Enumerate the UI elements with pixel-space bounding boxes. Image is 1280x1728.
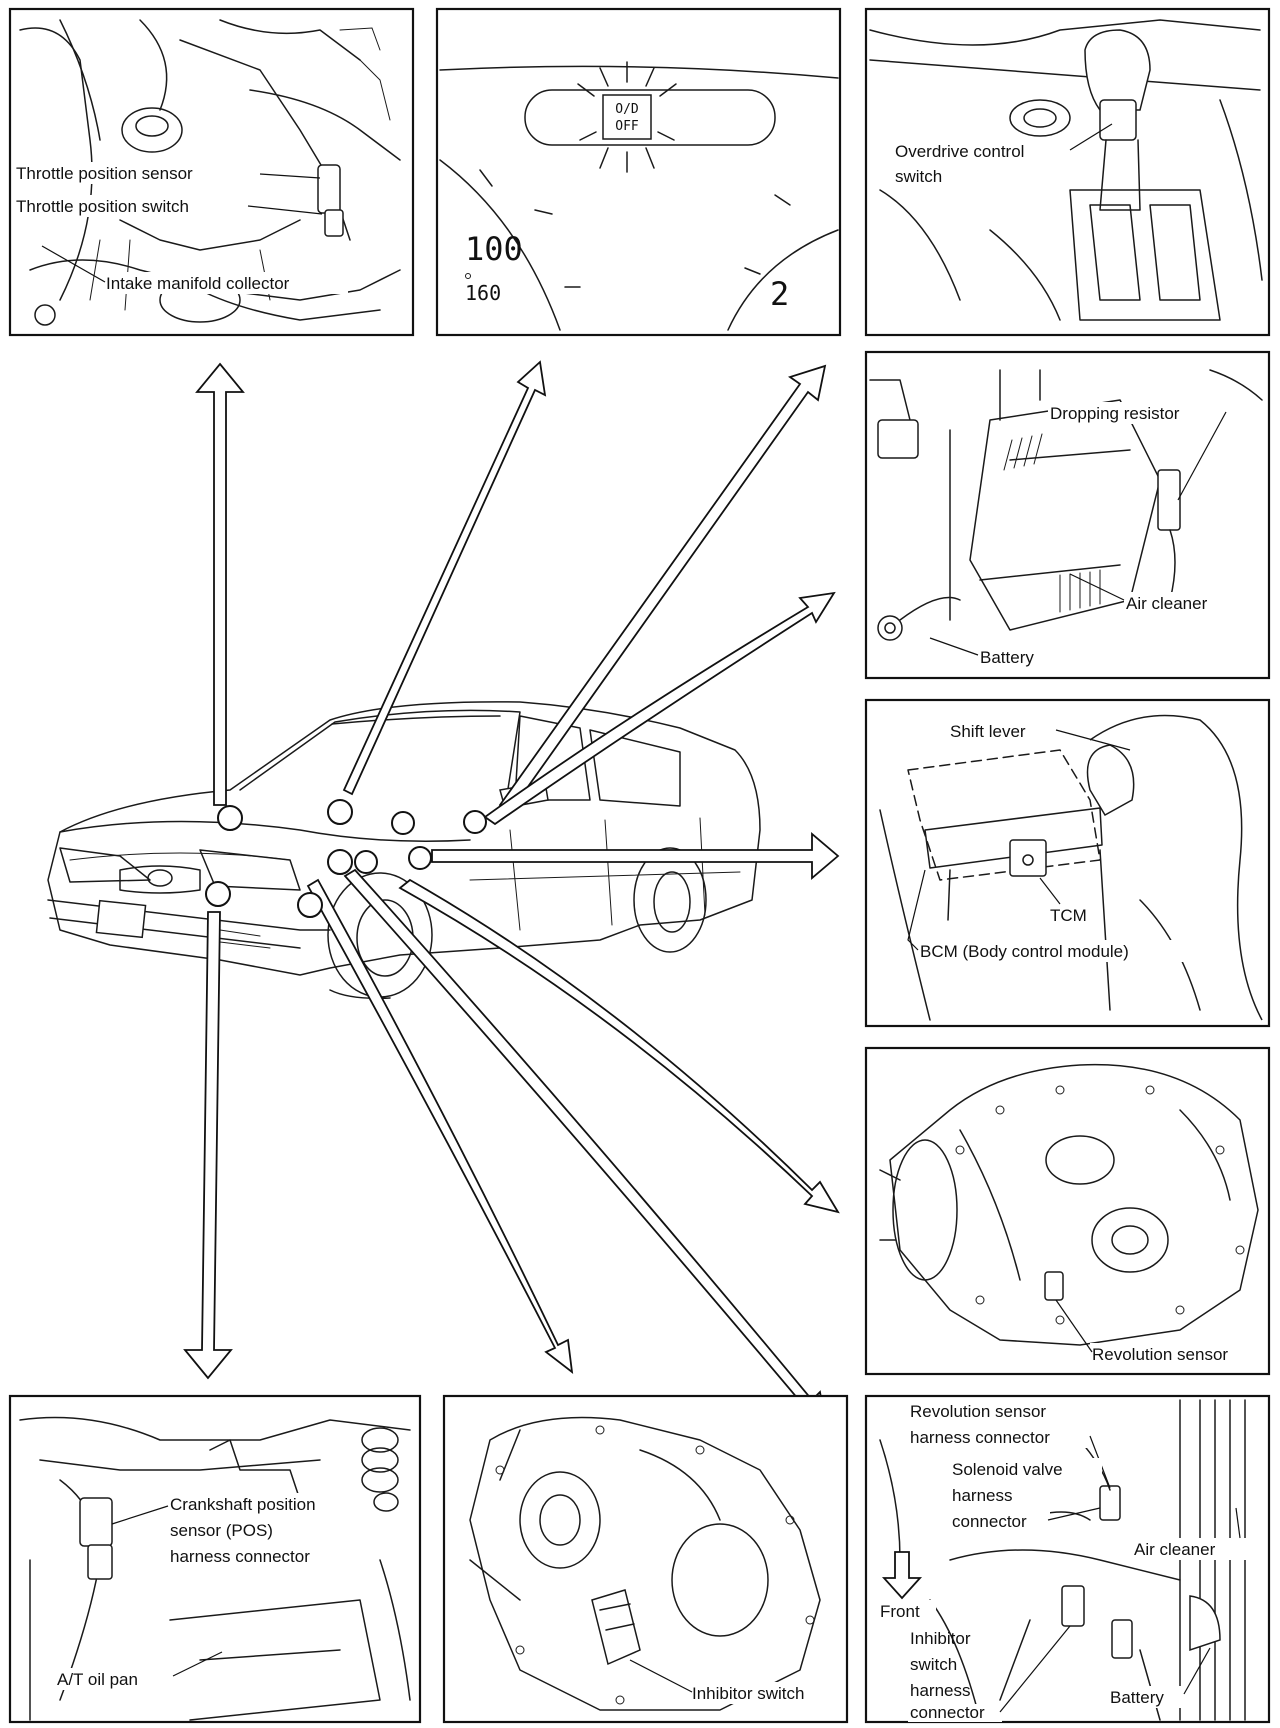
label-front: Front — [880, 1602, 920, 1621]
location-meter[interactable] — [327, 799, 353, 825]
label-inhibitor-connector-2: switch — [910, 1655, 957, 1674]
label-tcm: TCM — [1050, 906, 1087, 925]
label-throttle-position-sensor: Throttle position sensor — [16, 164, 193, 183]
location-inhibitor[interactable] — [297, 892, 323, 918]
panel-inhibitor-switch: Inhibitor switch — [442, 1394, 849, 1724]
location-crank[interactable] — [205, 881, 231, 907]
arrow-to-meter-panel — [342, 360, 547, 796]
panel-crankshaft-position-sensor: Crankshaft position sensor (POS) harness… — [8, 1394, 422, 1724]
label-inhibitor-switch: Inhibitor switch — [692, 1684, 804, 1703]
label-inhibitor-connector-4: connector — [910, 1703, 985, 1722]
label-dropping-resistor: Dropping resistor — [1050, 404, 1180, 423]
panel-tcm-bcm: Shift lever TCM BCM (Body control module… — [864, 698, 1271, 1028]
label-solenoid-valve-connector-3: connector — [952, 1512, 1027, 1531]
label-intake-manifold-collector: Intake manifold collector — [106, 274, 290, 293]
label-shift-lever: Shift lever — [950, 722, 1026, 741]
harness-sketch — [879, 1399, 1246, 1721]
od-off-line1: O/D — [615, 102, 639, 117]
od-off-line2: OFF — [615, 119, 639, 134]
indicator-flash-rays — [577, 61, 677, 173]
location-console[interactable] — [408, 846, 432, 870]
arrow-to-harness-panel — [343, 868, 828, 1430]
label-throttle-position-switch: Throttle position switch — [16, 197, 189, 216]
arrow-to-transaxle-panel — [398, 878, 840, 1214]
label-overdrive-control-switch-1: Overdrive control — [895, 142, 1024, 161]
label-air-cleaner: Air cleaner — [1126, 594, 1208, 613]
arrow-to-battery-panel — [483, 591, 836, 826]
label-inhibitor-connector-3: harness — [910, 1681, 970, 1700]
label-revolution-sensor: Revolution sensor — [1092, 1345, 1228, 1364]
label-crankshaft-position-3: harness connector — [170, 1547, 310, 1566]
label-solenoid-valve-connector-2: harness — [952, 1486, 1012, 1505]
tachometer-2: 2 — [770, 275, 789, 313]
pointer-arrows — [183, 360, 840, 1430]
location-markers — [205, 799, 487, 918]
label-crankshaft-position-1: Crankshaft position — [170, 1495, 316, 1514]
panel-overdrive-control-switch: Overdrive control switch — [864, 7, 1271, 337]
label-revolution-sensor-connector-1: Revolution sensor — [910, 1402, 1046, 1421]
label-bcm: BCM (Body control module) — [920, 942, 1129, 961]
car-illustration — [47, 701, 761, 1000]
speedometer-160: 160 — [465, 281, 501, 305]
arrow-to-crank-panel — [183, 911, 233, 1380]
location-harness[interactable] — [327, 849, 353, 875]
panel-throttle-position: Throttle position sensor Throttle positi… — [8, 7, 415, 337]
label-revolution-sensor-connector-2: harness connector — [910, 1428, 1050, 1447]
location-transaxle[interactable] — [354, 850, 378, 874]
arrow-to-shifter-panel — [498, 364, 827, 814]
arrow-to-console-panel — [431, 832, 840, 880]
arrow-to-throttle-panel — [195, 362, 245, 806]
location-shifter[interactable] — [391, 811, 415, 835]
location-throttle[interactable] — [217, 805, 243, 831]
label-solenoid-valve-connector-1: Solenoid valve — [952, 1460, 1063, 1479]
label-battery-2: Battery — [1110, 1688, 1164, 1707]
label-air-cleaner-2: Air cleaner — [1134, 1540, 1216, 1559]
panel-dropping-resistor: Dropping resistor Air cleaner Battery — [864, 350, 1271, 680]
front-direction-arrow — [881, 1551, 923, 1600]
panel-revolution-sensor: Revolution sensor — [864, 1046, 1271, 1376]
location-battery[interactable] — [463, 810, 487, 834]
speedometer-100: 100 — [465, 230, 523, 268]
label-crankshaft-position-2: sensor (POS) — [170, 1521, 273, 1540]
panel-harness-connectors: Revolution sensor harness connector Sole… — [864, 1394, 1271, 1724]
arrow-to-inhibitor-panel — [306, 878, 574, 1375]
label-at-oil-pan: A/T oil pan — [57, 1670, 138, 1689]
label-overdrive-control-switch-2: switch — [895, 167, 942, 186]
label-battery: Battery — [980, 648, 1034, 667]
label-inhibitor-connector-1: Inhibitor — [910, 1629, 971, 1648]
panel-od-off-indicator: O/D OFF 100 160 2 — [435, 7, 842, 337]
